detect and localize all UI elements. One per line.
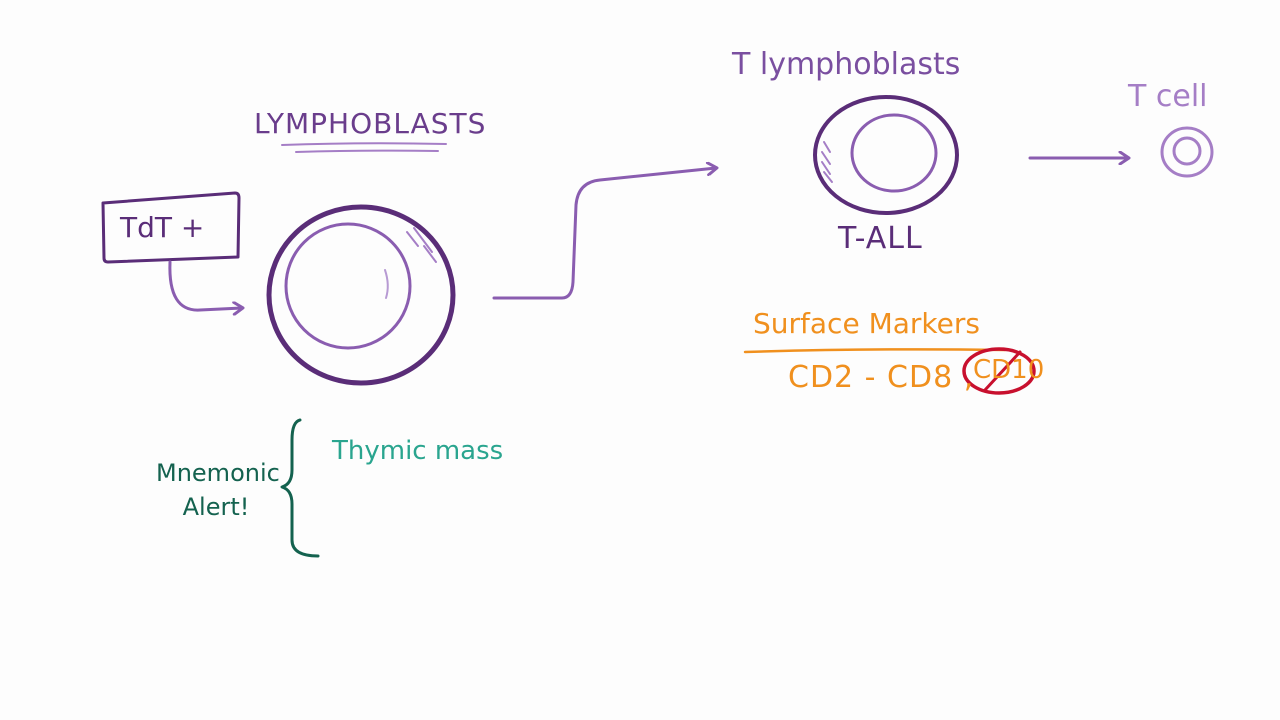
lymphoblast-cell xyxy=(266,204,456,386)
cd10-exclusion-circle xyxy=(962,347,1036,395)
surface-markers-underline xyxy=(743,348,1007,354)
t-lymphoblasts-heading: T lymphoblasts xyxy=(732,47,961,82)
mnemonic-item-thymic-mass: Thymic mass xyxy=(332,436,504,466)
t-cell-label: T cell xyxy=(1128,79,1208,114)
surface-markers-heading: Surface Markers xyxy=(753,307,980,340)
t-all-label: T-ALL xyxy=(838,221,923,256)
t-lymphoblast-cell xyxy=(813,95,959,215)
mature-t-cell xyxy=(1160,126,1214,178)
surface-markers-list: CD2 - CD8 , xyxy=(788,360,975,395)
mnemonic-alert-label: Mnemonic Alert! xyxy=(156,459,280,521)
lymphoblasts-heading: LYMPHOBLASTS xyxy=(254,107,487,140)
lymphoblasts-underline-2 xyxy=(295,149,439,153)
cd10-excluded-marker: CD10 xyxy=(973,355,1045,385)
cd10-strike-line xyxy=(983,350,1022,392)
tdt-marker-label: TdT + xyxy=(120,211,205,244)
mnemonic-brace xyxy=(280,418,320,558)
lymphoblasts-underline xyxy=(281,142,447,146)
lymphoblast-to-t-lymphoblast-arrow xyxy=(492,168,716,300)
tdt-to-cell-arrow xyxy=(168,260,242,310)
tdt-marker-box xyxy=(101,191,241,264)
